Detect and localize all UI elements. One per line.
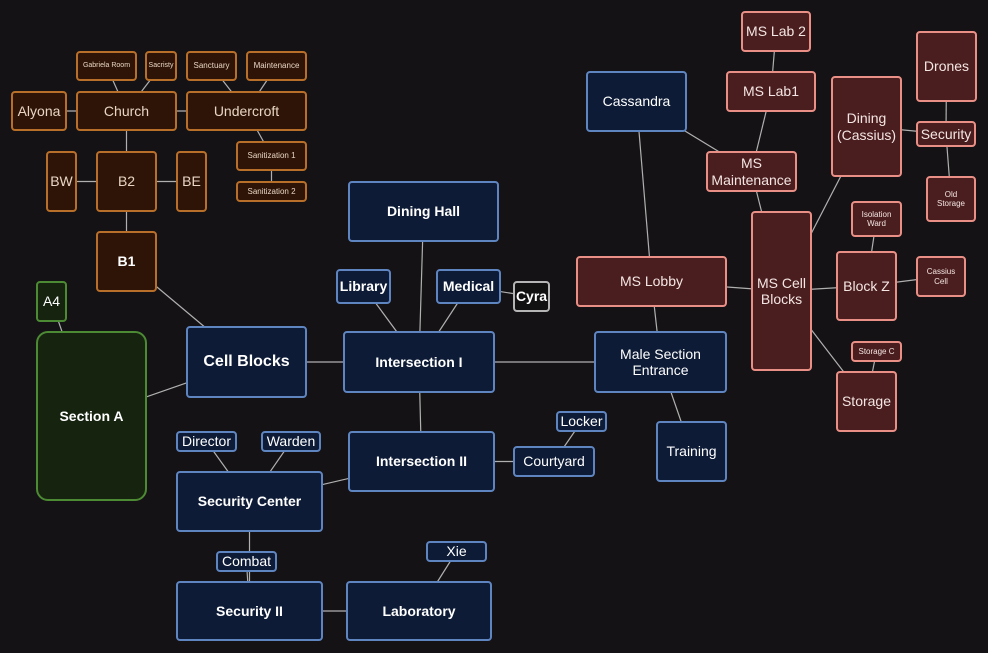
node-warden[interactable]: Warden — [261, 431, 321, 452]
node-drones[interactable]: Drones — [916, 31, 977, 102]
node-combat[interactable]: Combat — [216, 551, 277, 572]
node-cassandra[interactable]: Cassandra — [586, 71, 687, 132]
node-maintenance[interactable]: Maintenance — [246, 51, 307, 81]
node-ms-lab-2[interactable]: MS Lab 2 — [741, 11, 811, 52]
node-b1[interactable]: B1 — [96, 231, 157, 292]
node-alyona[interactable]: Alyona — [11, 91, 67, 131]
node-old-storage[interactable]: Old Storage — [926, 176, 976, 222]
node-dining-hall[interactable]: Dining Hall — [348, 181, 499, 242]
node-male-section-entrance[interactable]: Male Section Entrance — [594, 331, 727, 393]
node-xie[interactable]: Xie — [426, 541, 487, 562]
node-ms-cell-blocks[interactable]: MS Cell Blocks — [751, 211, 812, 371]
node-security[interactable]: Security — [916, 121, 976, 147]
node-intersection-1[interactable]: Intersection I — [343, 331, 495, 393]
node-cyra[interactable]: Cyra — [513, 281, 550, 312]
node-a4[interactable]: A4 — [36, 281, 67, 322]
node-ms-lab1[interactable]: MS Lab1 — [726, 71, 816, 112]
node-isolation-ward[interactable]: Isolation Ward — [851, 201, 902, 237]
node-security-center[interactable]: Security Center — [176, 471, 323, 532]
node-intersection-2[interactable]: Intersection II — [348, 431, 495, 492]
node-library[interactable]: Library — [336, 269, 391, 304]
node-gabriela-room[interactable]: Gabriela Room — [76, 51, 137, 81]
node-b2[interactable]: B2 — [96, 151, 157, 212]
node-sanitization-1[interactable]: Sanitization 1 — [236, 141, 307, 171]
node-security-2[interactable]: Security II — [176, 581, 323, 641]
node-director[interactable]: Director — [176, 431, 237, 452]
node-ms-maintenance[interactable]: MS Maintenance — [706, 151, 797, 192]
node-storage[interactable]: Storage — [836, 371, 897, 432]
node-courtyard[interactable]: Courtyard — [513, 446, 595, 477]
node-bw[interactable]: BW — [46, 151, 77, 212]
node-storage-c[interactable]: Storage C — [851, 341, 902, 362]
node-block-z[interactable]: Block Z — [836, 251, 897, 321]
node-sacristy[interactable]: Sacristy — [145, 51, 177, 81]
node-undercroft[interactable]: Undercroft — [186, 91, 307, 131]
node-medical[interactable]: Medical — [436, 269, 501, 304]
node-dining-cassius[interactable]: Dining (Cassius) — [831, 76, 902, 177]
node-section-a[interactable]: Section A — [36, 331, 147, 501]
node-laboratory[interactable]: Laboratory — [346, 581, 492, 641]
node-training[interactable]: Training — [656, 421, 727, 482]
node-sanitization-2[interactable]: Sanitization 2 — [236, 181, 307, 202]
node-sanctuary[interactable]: Sanctuary — [186, 51, 237, 81]
node-church[interactable]: Church — [76, 91, 177, 131]
node-cell-blocks[interactable]: Cell Blocks — [186, 326, 307, 398]
node-cassius-cell[interactable]: Cassius Cell — [916, 256, 966, 297]
node-ms-lobby[interactable]: MS Lobby — [576, 256, 727, 307]
node-locker[interactable]: Locker — [556, 411, 607, 432]
node-be[interactable]: BE — [176, 151, 207, 212]
